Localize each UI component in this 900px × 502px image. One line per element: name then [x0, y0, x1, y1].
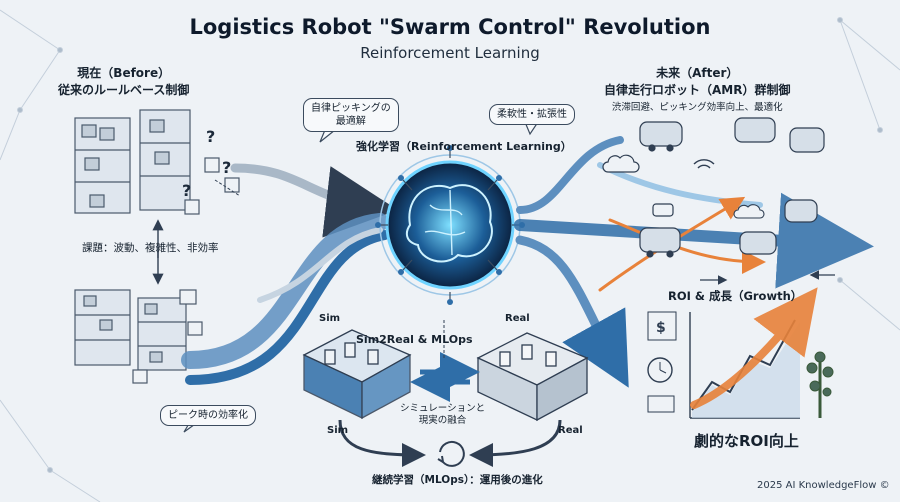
refresh-icon: [437, 440, 465, 467]
roi-growth-chart: $: [647, 287, 834, 419]
diagram-title: Logistics Robot "Swarm Control" Revoluti…: [189, 15, 711, 39]
picking-bubble-line1: 自律ピッキングの: [311, 103, 391, 114]
after-label-line3: 渋滞回避、ピッキング効率向上、最適化: [611, 102, 783, 113]
roi-headline: 劇的なROI向上: [694, 432, 799, 450]
real-top-label: Real: [505, 313, 530, 324]
picking-bubble: 自律ピッキングの 最適解: [303, 98, 399, 132]
rl-label: 強化学習（Reinforcement Learning）: [356, 140, 572, 153]
fusion-line1: シミュレーションと: [400, 403, 486, 414]
sim-top-label: Sim: [319, 313, 341, 324]
question-mark-icon: ???: [182, 127, 231, 200]
peak-bubble: ピーク時の効率化: [160, 405, 256, 426]
input-flow-streams: [181, 163, 398, 385]
diagram-subtitle: Reinforcement Learning: [360, 44, 540, 62]
picking-bubble-line2: 最適解: [335, 116, 366, 127]
flex-bubble: 柔軟性・拡張性: [489, 104, 575, 125]
real-bottom-label: Real: [558, 425, 583, 436]
svg-text:?: ?: [222, 158, 231, 177]
challenge-label: 課題：波動、複雑性、非効率: [82, 242, 219, 254]
output-flow-streams: [514, 136, 874, 388]
fusion-line2: 現実の融合: [418, 415, 467, 426]
cloud-icon: [602, 154, 640, 173]
fusion-label: シミュレーションと 現実の融合: [400, 403, 485, 427]
real-box: [476, 332, 589, 422]
before-warehouse-bottom: [74, 289, 203, 384]
svg-text:$: $: [656, 320, 666, 336]
amr-robot-icon: [639, 117, 825, 258]
roi-title: ROI & 成長（Growth）: [668, 289, 803, 303]
before-label-line2: 従来のルールベース制御: [58, 83, 190, 97]
sim-box: [302, 329, 412, 420]
wifi-icon: [693, 159, 715, 169]
sim-bottom-label: Sim: [327, 425, 349, 436]
after-label: 未来（After） 自律走行ロボット（AMR）群制御 渋滞回避、ピッキング効率向…: [604, 65, 790, 116]
before-warehouse-top: [74, 109, 240, 215]
mlops-label: 継続学習（MLOps）：運用後の進化: [372, 474, 543, 486]
after-label-line2: 自律走行ロボット（AMR）群制御: [604, 83, 791, 97]
before-label: 現在（Before） 従来のルールベース制御: [58, 65, 189, 99]
copyright-text: 2025 AI KnowledgeFlow ©: [757, 480, 890, 491]
after-label-line1: 未来（After）: [656, 66, 739, 80]
svg-text:?: ?: [182, 181, 191, 200]
brain-node: [375, 145, 525, 305]
sim2real-title: Sim2Real & MLOps: [356, 333, 473, 346]
svg-text:?: ?: [206, 127, 215, 146]
before-label-line1: 現在（Before）: [77, 66, 171, 80]
